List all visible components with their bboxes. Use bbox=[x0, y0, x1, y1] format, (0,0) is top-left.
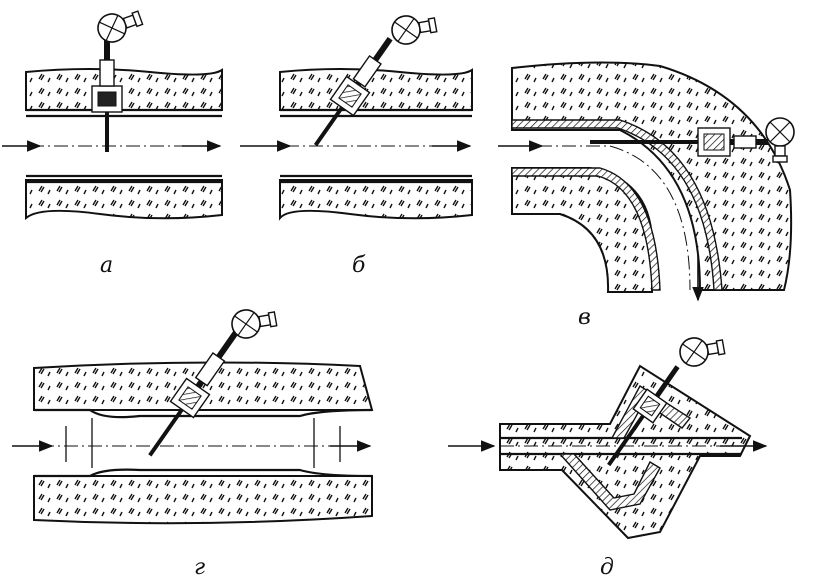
side-pocket-wall bbox=[558, 453, 661, 511]
insulation-bottom bbox=[25, 179, 223, 221]
panel-d: д bbox=[448, 332, 768, 580]
insulation-bottom bbox=[33, 475, 373, 525]
panel-label-b: б bbox=[352, 253, 366, 278]
panel-label-v: в bbox=[578, 305, 591, 330]
panel-a: а bbox=[2, 3, 223, 278]
insulation-body bbox=[499, 364, 752, 540]
panel-label-a: а bbox=[100, 253, 113, 278]
insulation-top bbox=[279, 68, 473, 111]
insulation-bottom bbox=[279, 179, 473, 221]
panel-b: б bbox=[240, 10, 473, 278]
thermometer bbox=[607, 365, 680, 467]
pipe-wall-outer bbox=[511, 119, 723, 291]
insulation-inner bbox=[511, 167, 653, 293]
thermometer bbox=[590, 127, 768, 157]
insulation-top bbox=[25, 68, 223, 111]
pipe-wall-inner bbox=[511, 167, 661, 291]
panel-g: г bbox=[12, 304, 374, 580]
panel-label-d: д bbox=[600, 555, 614, 580]
thermometer bbox=[91, 3, 146, 152]
panel-label-g: г bbox=[194, 555, 205, 580]
thermometer bbox=[313, 36, 393, 147]
thermometer bbox=[148, 330, 239, 457]
panel-v: в bbox=[498, 61, 795, 330]
